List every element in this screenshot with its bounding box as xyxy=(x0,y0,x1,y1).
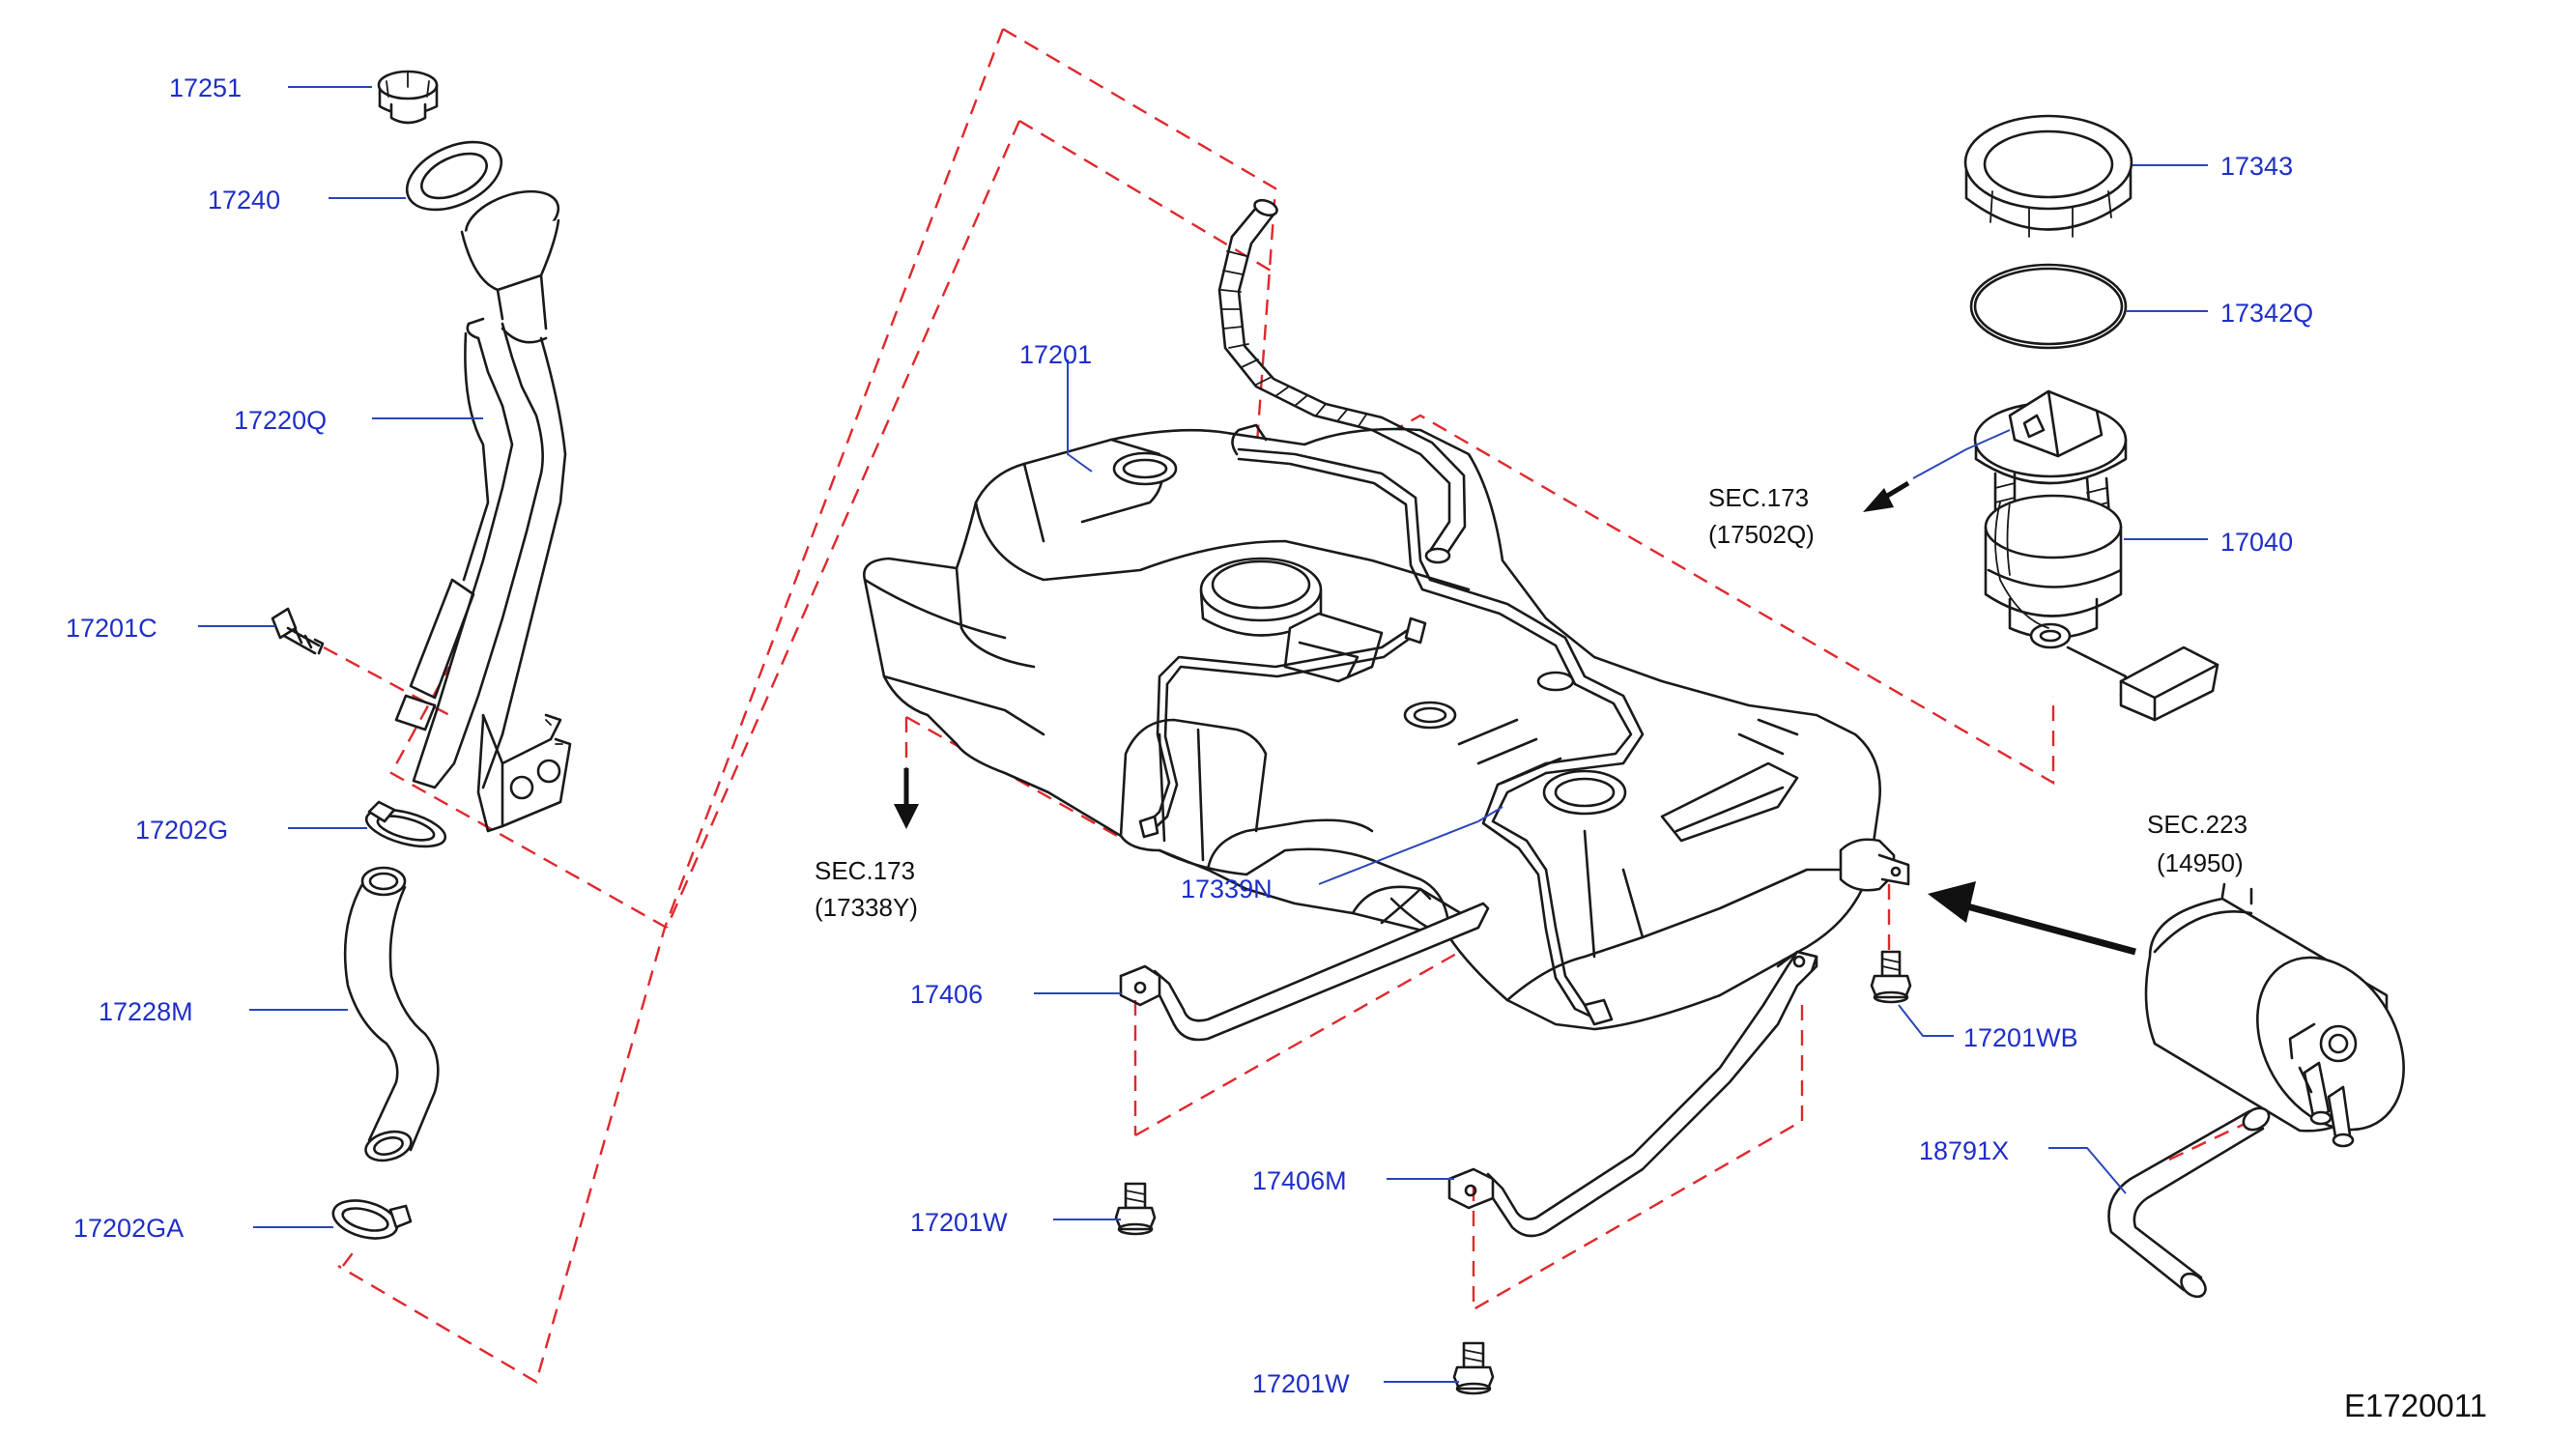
part-number-17220Q[interactable]: 17220Q xyxy=(234,406,327,435)
part-number-17339N[interactable]: 17339N xyxy=(1181,875,1273,903)
fuel-tank-17201[interactable] xyxy=(863,427,1881,1031)
lock-ring-17343[interactable] xyxy=(1963,114,2133,238)
part-number-17251[interactable]: 17251 xyxy=(169,73,242,102)
vent-tubes xyxy=(1138,423,1645,1026)
gasket-17240[interactable] xyxy=(396,129,512,223)
clamp-17202G[interactable] xyxy=(362,800,448,853)
o-ring-17342Q[interactable] xyxy=(1969,263,2128,350)
strap-17406M[interactable] xyxy=(1447,950,1818,1238)
part-number-17201WB[interactable]: 17201WB xyxy=(1963,1023,2078,1052)
phantom-lines xyxy=(323,27,2262,1384)
diagram-id: E1720011 xyxy=(2344,1388,2487,1423)
direction-arrows xyxy=(894,480,2136,956)
bolt-17201C[interactable] xyxy=(271,607,325,655)
hose-17228M[interactable] xyxy=(343,866,440,1165)
bolt-17201W-a[interactable] xyxy=(1114,1182,1157,1236)
bolt-17201W-b[interactable] xyxy=(1452,1341,1495,1395)
section-ref-17502Q-code[interactable]: (17502Q) xyxy=(1708,520,1815,549)
canister-bracket-clip xyxy=(1839,838,1910,892)
clamp-17202GA[interactable] xyxy=(329,1194,413,1245)
part-number-17343[interactable]: 17343 xyxy=(2220,152,2293,181)
part-number-17201W-b[interactable]: 17201W xyxy=(1252,1369,1350,1398)
filler-tube-17220Q[interactable] xyxy=(394,180,572,833)
fuel-pump-17040[interactable] xyxy=(1973,389,2219,722)
part-number-17406M[interactable]: 17406M xyxy=(1252,1166,1347,1195)
part-number-17342Q[interactable]: 17342Q xyxy=(2220,299,2313,328)
part-number-17201W-a[interactable]: 17201W xyxy=(910,1208,1008,1237)
part-number-17406[interactable]: 17406 xyxy=(910,980,983,1009)
section-ref-17338Y-section[interactable]: SEC.173 xyxy=(815,856,915,885)
hose-18791X[interactable] xyxy=(2107,1104,2274,1301)
part-labels: 17251 17240 17220Q 17201C 17202G 17228M … xyxy=(66,73,2313,1398)
corrugated-vent-hose xyxy=(1217,198,1467,564)
section-ref-17502Q-section[interactable]: SEC.173 xyxy=(1708,483,1809,512)
leader-lines xyxy=(198,86,2208,1383)
part-number-17202GA[interactable]: 17202GA xyxy=(73,1214,184,1243)
section-ref-14950-section[interactable]: SEC.223 xyxy=(2147,810,2247,839)
section-ref-17338Y-code[interactable]: (17338Y) xyxy=(815,893,918,922)
part-number-17201[interactable]: 17201 xyxy=(1019,340,1092,369)
section-ref-14950-code[interactable]: (14950) xyxy=(2157,848,2244,877)
bolt-17201WB[interactable] xyxy=(1870,950,1912,1004)
part-number-18791X[interactable]: 18791X xyxy=(1919,1136,2009,1165)
section-references: SEC.173 (17502Q) SEC.173 (17338Y) SEC.22… xyxy=(815,483,2247,922)
part-number-17228M[interactable]: 17228M xyxy=(99,997,193,1026)
part-number-17201C[interactable]: 17201C xyxy=(66,614,157,643)
evap-canister xyxy=(2144,882,2405,1148)
part-number-17240[interactable]: 17240 xyxy=(208,186,280,215)
part-number-17040[interactable]: 17040 xyxy=(2220,528,2293,557)
strap-17406[interactable] xyxy=(1119,887,1490,1042)
part-number-17202G[interactable]: 17202G xyxy=(135,816,228,845)
filler-cap-17251[interactable] xyxy=(377,70,439,125)
